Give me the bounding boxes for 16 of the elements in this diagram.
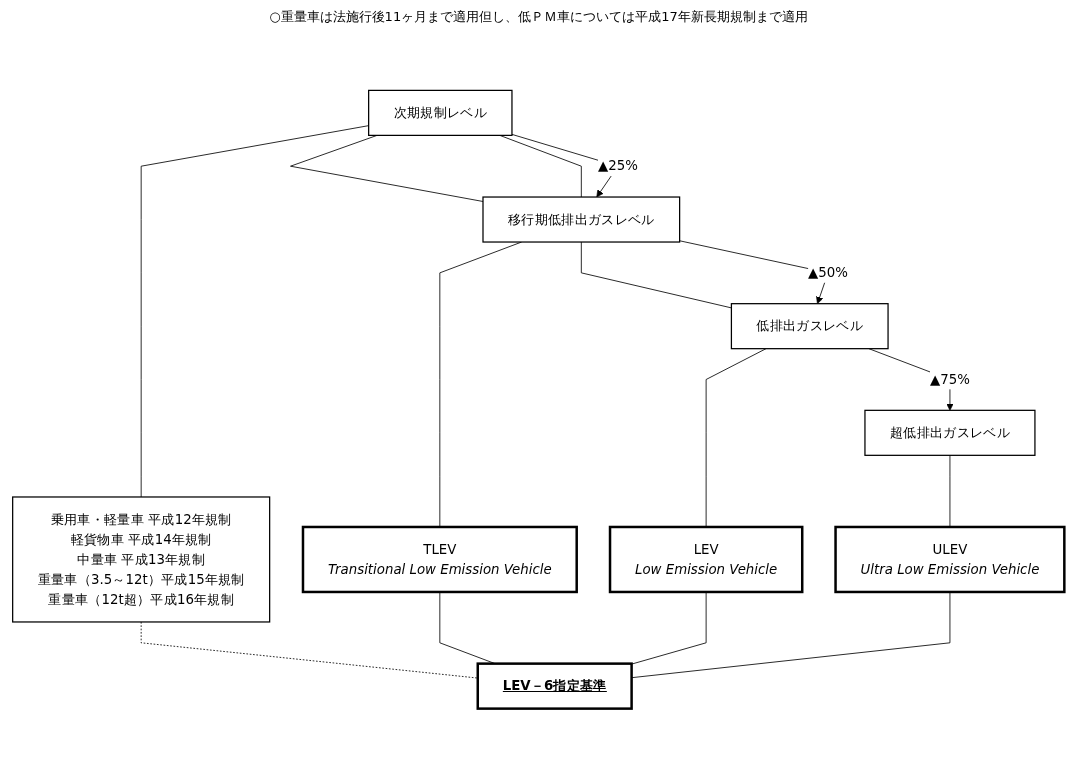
node-box: 低排出ガスレベル (730, 303, 889, 350)
note-text: ○重量車は法施行後11ヶ月まで適用但し、低ＰＭ車については平成17年新長期規制まで適用 (269, 8, 808, 26)
connector (580, 241, 732, 309)
edge-label: ▲75% (930, 371, 970, 387)
edge-label: ▲25% (597, 157, 638, 174)
node-box: TLEV Transitional Low Emission Vehicle (301, 525, 578, 594)
node-box: 移行期低排出ガスレベル (482, 196, 681, 243)
node-box: ULEV Ultra Low Emission Vehicle (834, 525, 1066, 594)
connector (290, 134, 484, 202)
connector (631, 591, 951, 679)
node-box: 超低排出ガスレベル (864, 409, 1036, 456)
node-box: 乗用車・軽量車 平成12年規制 軽貨物車 平成14年規制 中量車 平成13年規制 重量車（3.5～12t）平成15年規制 重量車（12t超）平成16年規制 (12, 496, 271, 623)
connector (631, 591, 707, 665)
node-box: 次期規制レベル (368, 89, 513, 136)
edge-label: ▲50% (808, 264, 848, 281)
node-box: LEV Low Emission Vehicle (608, 525, 804, 594)
